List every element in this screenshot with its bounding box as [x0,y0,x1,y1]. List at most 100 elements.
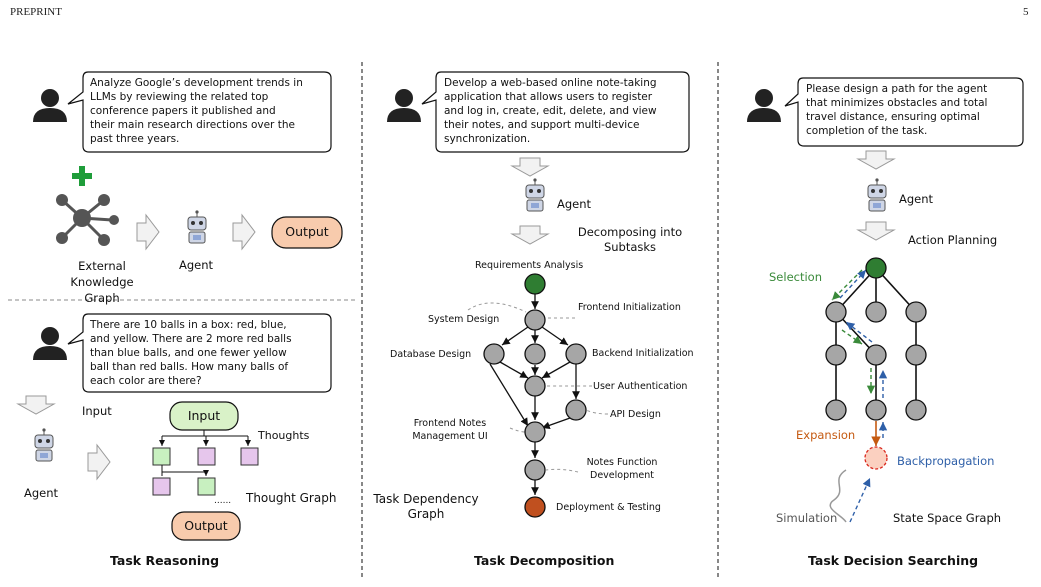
ellipsis-label: ...... [214,496,232,506]
flow-arrow-icon [232,214,256,250]
title-task-reasoning: Task Reasoning [110,553,220,568]
tree-node [865,399,887,421]
searching-prompt: Please design a path for the agent that … [806,83,988,137]
knowledge-graph-icon [56,194,119,246]
user-icon [33,327,67,360]
tree-edges [835,267,917,410]
simulation-path [829,469,847,523]
node-label-database-design: Database Design [390,349,472,360]
thought-graph [152,401,259,541]
flow-arrow-icon [857,221,895,241]
decomposition-prompt: Develop a web-based online note-taking a… [444,77,657,145]
node-label-api-design: API Design [610,409,661,420]
reasoning-prompt-bottom: There are 10 balls in a box: red, blue, … [90,319,292,387]
user-icon [33,89,67,122]
flow-arrow-icon [136,214,160,250]
thought-node [197,447,216,466]
tree-expanded-node [864,446,888,470]
input-box-label: Input [187,408,221,423]
header-label: PREPRINT [10,6,62,18]
page-number: 5 [1023,6,1029,18]
user-icon [387,89,421,122]
node-notes-function [524,459,546,481]
robot-icon [187,209,207,244]
node-api-design [565,399,587,421]
robot-icon [525,177,545,212]
node-label-requirements: Requirements Analysis [475,260,584,271]
tree-node [825,344,847,366]
speech-bubble [784,77,1024,147]
thought-node [152,447,171,466]
selection-label: Selection [769,270,822,284]
agent-label: Agent [179,258,214,272]
expansion-label: Expansion [796,428,856,442]
node-requirements [524,273,546,295]
node-label-frontend-init: Frontend Initialization [578,302,681,313]
thought-node [240,447,259,466]
robot-icon [34,427,54,462]
speech-bubble [67,71,332,153]
tree-node [865,344,887,366]
state-space-graph-label: State Space Graph [893,511,1002,525]
node-label-deployment: Deployment & Testing [556,502,661,513]
agent-label: Agent [899,192,934,206]
action-planning-label: Action Planning [908,233,998,247]
task-dependency-graph-label: Task Dependency Graph [373,492,479,521]
backpropagation-label: Backpropagation [897,454,995,468]
node-frontend-init [524,343,546,365]
node-label-notes-function: Notes Function Development [586,457,658,481]
robot-icon [867,177,887,212]
thought-node [152,477,171,496]
speech-bubble [421,71,690,153]
node-label-frontend-notes: Frontend Notes Management UI [412,418,488,442]
thoughts-label: Thoughts [258,429,310,442]
tree-node [905,344,927,366]
reasoning-prompt-top: Analyze Google’s development trends in L… [90,77,303,145]
plus-icon [72,166,92,186]
flow-arrow-icon [511,225,549,245]
title-task-decomposition: Task Decomposition [474,553,615,568]
leader-lines [467,302,609,473]
output-box [171,511,241,541]
tree-node [825,301,847,323]
user-icon [747,89,781,122]
thought-node [197,477,216,496]
node-label-backend-init: Backend Initialization [592,348,694,359]
tree-node [905,399,927,421]
selection-arrows [831,269,876,394]
thought-graph-label: Thought Graph [246,491,337,505]
title-task-decision-searching: Task Decision Searching [808,553,979,568]
speech-bubble [67,313,332,393]
agent-label-2: Agent [24,486,59,500]
simulation-label: Simulation [776,511,838,525]
decomposing-label: Decomposing into Subtasks [577,225,683,254]
tree-root [865,257,887,279]
tree-node [865,301,887,323]
dependency-nodes [483,273,587,518]
node-backend-init [565,343,587,365]
node-frontend-notes [524,421,546,443]
flow-arrow-icon [857,150,895,170]
tree-nodes [825,257,927,470]
node-user-auth [524,375,546,397]
flow-arrow-icon [511,157,549,177]
output-box-label: Output [184,518,228,533]
tree-node [905,301,927,323]
agent-label: Agent [557,197,592,211]
node-label-system-design: System Design [428,314,500,325]
flow-arrow-icon [87,444,111,480]
external-kg-label: External Knowledge Graph [70,259,134,305]
backprop-arrows [839,269,888,523]
output-box [271,216,343,249]
input-arrow-label: Input [82,404,112,418]
node-deployment [524,496,546,518]
output-label: Output [285,224,329,239]
flow-arrow-icon [17,395,55,415]
node-database-design [483,343,505,365]
node-system-design [524,309,546,331]
tree-node [825,399,847,421]
dependency-edges [489,293,580,495]
node-label-user-auth: User Authentication [593,381,688,392]
